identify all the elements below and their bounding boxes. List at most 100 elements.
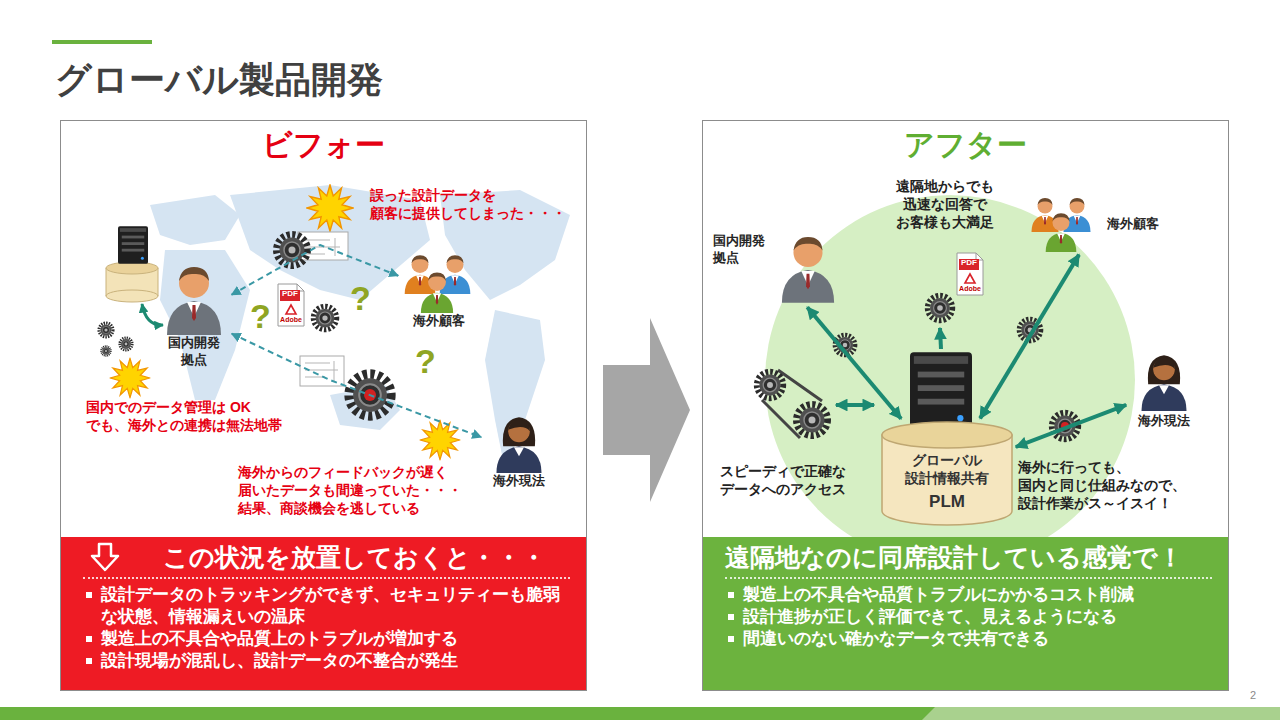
cylinder-top — [882, 422, 1012, 448]
cylinder-title: PLM — [891, 491, 1003, 513]
label-holder: 遠隔地からでも 迅速な回答で お客様も大満足 — [885, 177, 1005, 232]
pdf-mark: PDF — [278, 290, 302, 299]
label-holder: ? — [250, 298, 271, 335]
callout-note: 誤った設計データを 顧客に提供してしまった・・・ — [370, 186, 582, 222]
icon-space — [779, 233, 837, 305]
label-holder: スピーディで正確な データへのアクセス — [720, 462, 865, 498]
band-heading: 遠隔地なのに同席設計している感覚で！ — [725, 543, 1212, 579]
person-icon — [421, 272, 453, 313]
label-holder: Adobe — [277, 316, 305, 324]
question-mark: ? — [350, 280, 371, 317]
person-node: 海外現法 — [1129, 351, 1199, 430]
label-holder: ? — [350, 280, 371, 317]
slide-title: グローバル製品開発 — [55, 58, 383, 101]
band-heading: この状況を放置しておくと・・・ — [83, 543, 570, 579]
db-top — [106, 262, 158, 274]
accent-bar — [52, 40, 152, 44]
down-arrow-icon — [92, 544, 118, 570]
continent — [150, 195, 240, 245]
gear-icon — [99, 323, 113, 337]
callout-note: 海外からのフィードバックが遅く 届いたデータも間違っていた・・・ 結果、商談機会… — [238, 463, 476, 518]
gear-icon — [120, 338, 132, 350]
bullet-item: 間違いのない確かなデータで共有できる — [725, 628, 1212, 650]
pdf-brand: Adobe — [956, 285, 984, 293]
data-arrow — [836, 403, 874, 407]
gear-icon — [928, 296, 953, 321]
summary-band: この状況を放置しておくと・・・設計データのトラッキングができず、セキュリティーも… — [61, 537, 586, 690]
bullet-item: 設計進捗が正しく評価できて、見えるようになる — [725, 606, 1212, 628]
person-node: 海外顧客 — [401, 253, 476, 330]
person-node: 海外顧客 — [1026, 196, 1169, 252]
pdf-icon — [278, 284, 304, 326]
person-icon — [782, 237, 834, 303]
sheet — [300, 356, 344, 386]
sheet-lines — [305, 361, 338, 382]
continent — [160, 250, 250, 400]
label-holder: 2 — [1250, 688, 1256, 702]
panel-heading: アフター — [703, 127, 1228, 163]
person-icon — [440, 255, 471, 294]
label-holder: Adobe — [956, 285, 984, 293]
drawing-sheet — [300, 356, 344, 386]
gear-icon — [313, 306, 336, 329]
place-label: 国内開発 拠点 — [159, 335, 229, 369]
db-side — [158, 268, 159, 296]
question-mark: ? — [250, 298, 271, 335]
icon-space — [159, 263, 229, 335]
place-label: 海外現法 — [484, 473, 554, 490]
callout-note: スピーディで正確な データへのアクセス — [720, 462, 865, 498]
person-node: 国内開発 拠点 — [713, 233, 837, 305]
place-label: 海外顧客 — [401, 313, 476, 330]
gear-icon — [277, 235, 308, 266]
label-holder: 国内でのデータ管理は OK でも、海外との連携は無法地帯 — [86, 398, 286, 434]
burst-icon — [110, 358, 149, 397]
bullet-item: 製造上の不具合や品質上のトラブルが増加する — [83, 628, 570, 650]
server-icon — [910, 352, 972, 430]
place-label: 海外顧客 — [1107, 216, 1169, 233]
label-holder: 海外からのフィードバックが遅く 届いたデータも間違っていた・・・ 結果、商談機会… — [238, 463, 476, 518]
burst-icon — [307, 185, 353, 231]
page-number: 2 — [1250, 688, 1256, 702]
sync-arrow — [142, 304, 163, 325]
connector — [232, 245, 399, 295]
icon-space — [1129, 351, 1199, 413]
process-arrow — [603, 318, 690, 502]
callout-note: 海外に行っても、 国内と同じ仕組みなので、 設計作業がス～イスイ！ — [1018, 458, 1196, 513]
data-arrow — [940, 328, 941, 349]
label-holder: PDF — [278, 290, 302, 299]
label-holder: PDF — [957, 259, 981, 268]
db-side — [106, 268, 107, 296]
cylinder-caption: グローバル 設計情報共有 — [891, 451, 1003, 487]
connector — [980, 255, 1079, 419]
place-label: 国内開発 拠点 — [713, 233, 775, 267]
woman-icon — [497, 417, 542, 473]
place-label: 海外現法 — [1129, 413, 1199, 430]
db-bottom — [106, 290, 158, 302]
person-node: 海外現法 — [484, 413, 554, 490]
database-cylinder: グローバル 設計情報共有 PLM — [881, 421, 1013, 525]
database — [106, 262, 158, 302]
summary-band: 遠隔地なのに同席設計している感覚で！ 製造上の不具合や品質トラブルにかかるコスト削… — [703, 537, 1228, 690]
bullet-item: 製造上の不具合や品質トラブルにかかるコスト削減 — [725, 584, 1212, 606]
footer-bar-light — [922, 707, 1280, 720]
gear-icon — [101, 346, 110, 355]
icon-space — [484, 413, 554, 473]
connector — [1016, 405, 1126, 447]
callout-note: 国内でのデータ管理は OK でも、海外との連携は無法地帯 — [86, 398, 286, 434]
label-holder: 海外に行っても、 国内と同じ仕組みなので、 設計作業がス～イスイ！ — [1018, 458, 1196, 513]
person-icon — [167, 267, 221, 335]
connector — [807, 307, 901, 418]
pdf-mark: PDF — [957, 259, 981, 268]
pdf-brand: Adobe — [277, 316, 305, 324]
woman-icon — [1142, 355, 1187, 411]
question-mark: ? — [415, 343, 436, 380]
panel-heading: ビフォー — [61, 127, 586, 163]
callout-note: 遠隔地からでも 迅速な回答で お客様も大満足 — [885, 177, 1005, 232]
gear-icon — [757, 372, 783, 398]
person-node: 国内開発 拠点 — [159, 263, 229, 369]
server-icon — [118, 226, 148, 264]
label-holder: ? — [415, 343, 436, 380]
footer-bar — [0, 707, 1280, 720]
icon-space — [401, 253, 476, 313]
